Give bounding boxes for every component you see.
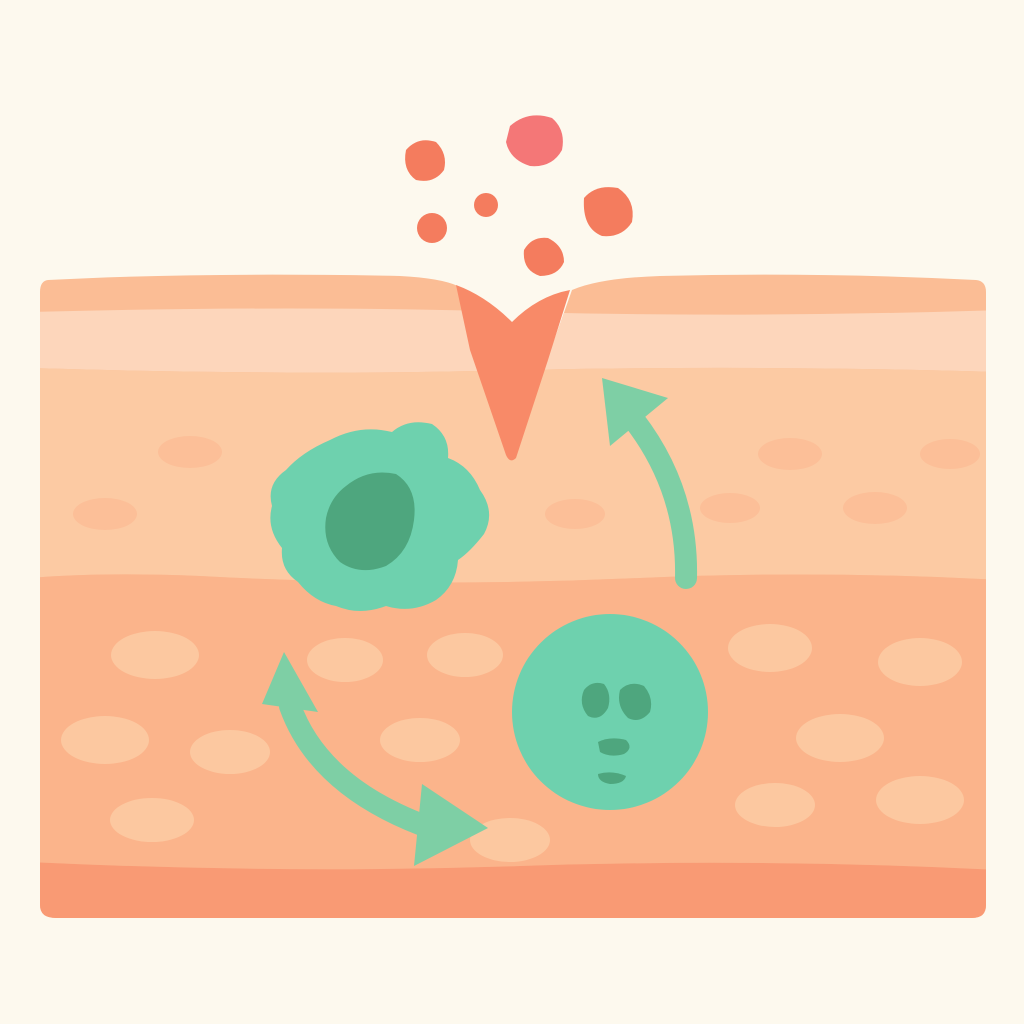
arrow-head [602,378,668,446]
tissue-spot [380,718,460,762]
upper-tissue-spots [73,436,980,530]
macrophage-cell [270,422,490,611]
curved-arrow-up-icon [602,378,698,589]
cell-mouth [598,772,626,784]
tissue-spot [878,638,962,686]
tissue-spot [758,438,822,470]
macrophage-nucleus [325,472,415,571]
double-headed-curved-arrow-icon [262,652,488,866]
tissue-spot [470,818,550,862]
debris-particle [474,193,498,217]
round-cell-body [512,614,708,810]
debris-particles [405,115,633,276]
tissue-spot [920,439,980,469]
lower-tissue-spots [61,624,964,862]
cell-eye-right [619,683,652,720]
tissue-spot [843,492,907,524]
tissue-spot [700,493,760,523]
tissue-spot [190,730,270,774]
tissue-spot [158,436,222,468]
wound-cut [456,285,570,461]
tissue-spot [545,499,605,529]
tissue-spot [427,633,503,677]
tissue-spot [876,776,964,824]
debris-particle [417,213,447,243]
tissue-spot [73,498,137,530]
debris-particle [506,115,563,167]
arrow-head-end [414,784,488,866]
debris-particle [523,237,564,276]
tissue-spot [307,638,383,682]
debris-particle [583,187,633,237]
cell-eye-left [581,682,610,718]
round-immune-cell [512,614,708,810]
arrow-head-start [262,652,318,712]
cell-nose [598,738,630,756]
arrow-shaft [623,409,698,589]
tissue-spot [728,624,812,672]
arrow-shaft [279,695,447,841]
tissue-spot [735,783,815,827]
tissue-spot [111,631,199,679]
tissue-spot [110,798,194,842]
tissue-spot [796,714,884,762]
debris-particle [405,140,445,181]
tissue-spot [61,716,149,764]
subcutaneous-layer [40,862,986,919]
